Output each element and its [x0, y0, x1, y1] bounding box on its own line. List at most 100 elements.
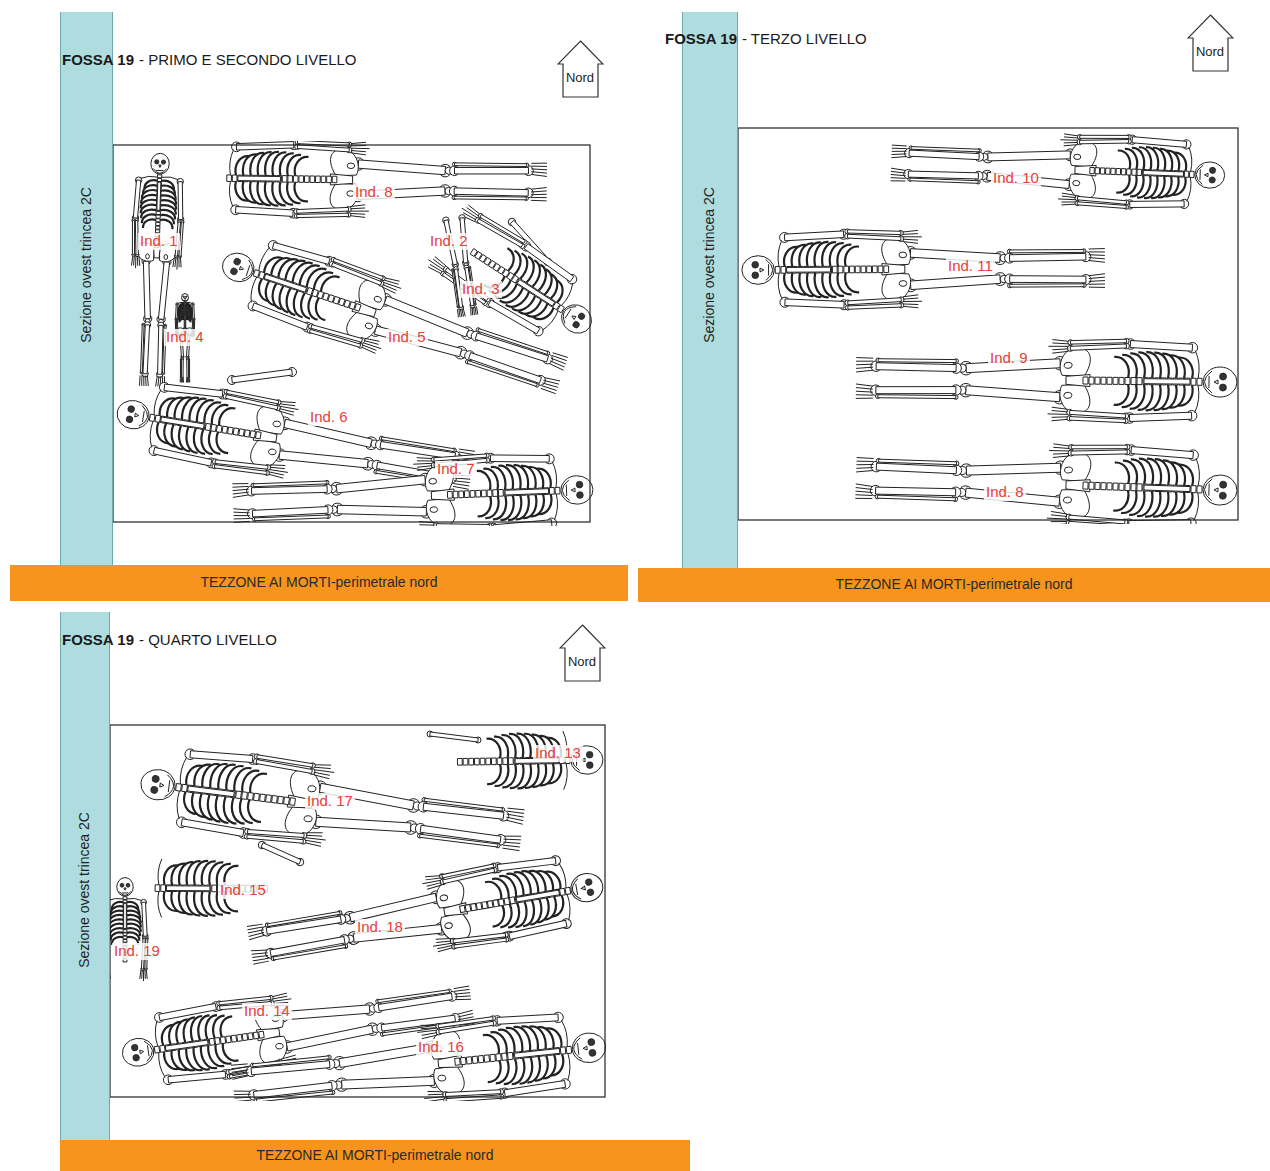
skeleton-part: [454, 989, 470, 991]
skeleton-part: [1089, 274, 1105, 276]
skeleton-part: [152, 775, 160, 783]
skeleton-part: [856, 363, 873, 365]
skeleton-part: [487, 764, 501, 784]
skeleton-part: [1204, 479, 1212, 501]
long-bone-part: [879, 459, 957, 465]
skeleton-part: [361, 347, 376, 353]
skeleton-part: [140, 1050, 144, 1054]
skeleton-part: [182, 784, 188, 792]
skeleton-part: [182, 379, 183, 383]
skeleton-part: [504, 834, 521, 838]
skeleton-part: [1058, 198, 1076, 200]
skeleton-part: [1083, 377, 1088, 384]
skeleton-part: [576, 884, 578, 895]
skeleton-part: [132, 256, 133, 266]
skeleton-part: [1195, 458, 1200, 486]
skeleton: [126, 152, 187, 387]
long-bone-part: [374, 321, 463, 362]
skeleton-part: [247, 924, 263, 927]
skeleton-part: [1064, 144, 1078, 146]
long-bone: [780, 229, 849, 242]
long-bone: [909, 146, 981, 153]
skeleton-part: [314, 770, 334, 773]
skeleton-part: [175, 790, 183, 819]
skeleton-part: [246, 799, 263, 822]
skeleton-part: [351, 142, 366, 144]
skeleton-part: [1064, 467, 1072, 473]
long-bone: [334, 1068, 441, 1098]
skeleton-part: [480, 758, 485, 765]
skeleton-part: [541, 388, 556, 393]
skeleton-part: [856, 470, 873, 473]
skeleton-part: [903, 233, 918, 235]
skeleton-part: [184, 300, 187, 301]
skeleton-part: [552, 461, 557, 488]
skeleton-part: [315, 763, 331, 767]
long-bone: [1124, 410, 1197, 424]
skeleton-part: [250, 772, 267, 795]
skeleton-part: [506, 817, 523, 821]
skeleton-part: [257, 1027, 281, 1041]
long-bone: [295, 141, 352, 147]
skeleton-part: [1137, 169, 1142, 175]
skeleton-part: [117, 878, 133, 897]
long-bone-part: [158, 1003, 216, 1020]
long-bone-part: [341, 1071, 435, 1095]
long-bone-part: [297, 207, 349, 214]
skeleton-part: [248, 930, 264, 933]
long-bone: [1126, 445, 1199, 461]
long-bone-part: [273, 945, 346, 960]
skeleton-part: [531, 187, 547, 189]
skeleton-part: [205, 423, 211, 430]
long-bone-part: [847, 234, 901, 241]
skeleton-part: [1114, 462, 1129, 484]
skeleton-part: [176, 257, 178, 269]
skeleton-part: [766, 259, 773, 280]
skeleton-part: [186, 379, 187, 383]
long-bone-part: [965, 386, 1060, 402]
skeleton-part: [122, 892, 129, 893]
skeleton: [111, 372, 479, 510]
skeleton-part: [142, 411, 144, 422]
skeleton-part: [856, 391, 873, 393]
skeleton-part: [903, 241, 918, 243]
skeleton-part: [273, 996, 288, 999]
long-bone-part: [454, 167, 528, 175]
skeleton-part: [531, 174, 547, 176]
long-bone-part: [1071, 448, 1127, 457]
skeleton-part: [268, 448, 276, 455]
long-bone-part: [911, 147, 979, 152]
skeleton: [856, 335, 1238, 424]
skeleton-part: [485, 880, 502, 902]
skeleton-part: [178, 257, 180, 267]
long-bone: [265, 934, 351, 959]
long-bone-part: [785, 299, 844, 309]
long-bone-part: [256, 1091, 333, 1101]
skeleton-part: [1144, 485, 1190, 492]
long-bone-part: [285, 1025, 374, 1051]
skeleton-part: [1090, 167, 1095, 173]
skeleton-part: [548, 363, 564, 370]
skeleton-part: [147, 376, 149, 386]
skeleton-part: [497, 758, 502, 765]
skeleton-part: [350, 210, 369, 211]
long-bone: [1075, 201, 1129, 209]
skeleton-part: [510, 897, 516, 904]
skeleton-part: [1095, 377, 1100, 384]
long-bone-part: [378, 990, 450, 1003]
long-bone-part: [848, 304, 902, 310]
long-bone: [452, 195, 528, 200]
skeleton-part: [144, 970, 145, 979]
skeleton-part: [242, 260, 255, 282]
skeleton-part: [832, 266, 837, 273]
skeleton-part: [1053, 444, 1069, 446]
skeleton-part: [465, 904, 471, 911]
skeleton-part: [498, 489, 503, 496]
long-bone: [876, 458, 959, 465]
skeleton-part: [444, 922, 452, 929]
skeleton-part: [426, 877, 441, 880]
skeleton-part: [571, 488, 575, 492]
skeleton-part: [350, 205, 365, 207]
long-bone-part: [1070, 339, 1126, 345]
long-bone-part: [353, 919, 443, 948]
